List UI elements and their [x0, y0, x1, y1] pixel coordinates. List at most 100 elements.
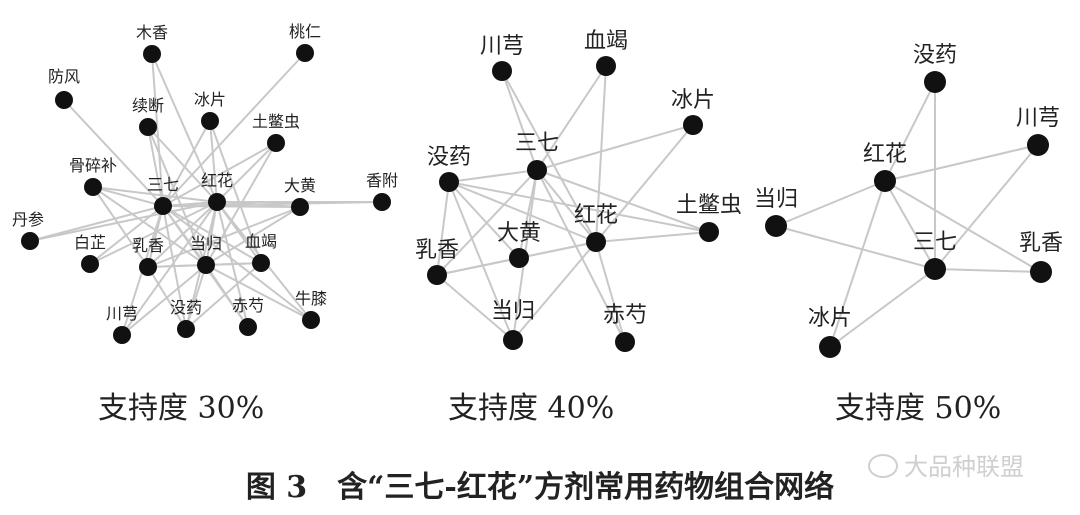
- edge-net50-5: [829, 180, 886, 348]
- node-net30-14: 当归: [190, 234, 222, 274]
- caption-support-50: 支持度 50%: [835, 391, 1002, 426]
- node-net30-3: 桃仁: [289, 22, 321, 62]
- node-label: 乳香: [415, 238, 459, 263]
- edge-net30-5: [147, 126, 164, 207]
- node-net50-5: 乳香: [1019, 231, 1063, 283]
- node-net30-16: 牛膝: [295, 289, 327, 329]
- edge-net50-8: [775, 225, 936, 270]
- node-net40-0: 川芎: [480, 34, 524, 81]
- edge-net30-20: [209, 120, 218, 203]
- node-dot: [874, 170, 896, 192]
- node-label: 续断: [132, 96, 164, 115]
- node-net40-3: 三七: [515, 131, 559, 180]
- node-dot: [924, 71, 946, 93]
- edge-net30-2: [162, 52, 306, 207]
- node-net30-10: 香附: [366, 171, 398, 211]
- edge-net40-23: [448, 181, 520, 259]
- node-label: 红花: [574, 203, 618, 228]
- edge-net50-9: [934, 268, 1042, 273]
- edge-net30-7: [92, 186, 164, 207]
- node-dot: [509, 248, 529, 268]
- node-dot: [177, 320, 195, 338]
- edges-net50: [775, 81, 1042, 348]
- node-label: 红花: [201, 171, 233, 190]
- node-net40-1: 血竭: [584, 29, 628, 76]
- node-net40-8: 乳香: [415, 238, 459, 285]
- edge-net30-43: [147, 126, 207, 266]
- edge-net40-12: [595, 124, 694, 243]
- node-dot: [924, 258, 946, 280]
- edge-net30-6: [162, 142, 277, 207]
- edge-net30-23: [92, 186, 218, 203]
- edge-net30-39: [205, 264, 249, 328]
- node-dot: [296, 44, 314, 62]
- node-net50-6: 冰片: [808, 306, 852, 358]
- edge-net30-22: [216, 142, 277, 203]
- edge-net40-0: [536, 169, 597, 243]
- edge-net30-38: [121, 264, 207, 336]
- node-dot: [683, 115, 703, 135]
- node-label: 三七: [515, 131, 559, 156]
- node-dot: [139, 258, 157, 276]
- node-label: 三七: [147, 175, 179, 194]
- node-label: 骨碎补: [69, 156, 117, 175]
- node-net30-17: 川芎: [106, 304, 138, 344]
- node-net40-2: 冰片: [671, 88, 715, 135]
- node-net30-8: 骨碎补: [69, 156, 117, 196]
- node-net30-12: 白芷: [74, 233, 106, 273]
- node-net40-7: 大黄: [497, 221, 541, 268]
- node-label: 冰片: [808, 306, 852, 331]
- edge-net30-3: [63, 99, 164, 207]
- node-dot: [615, 332, 635, 352]
- node-label: 当归: [491, 299, 535, 324]
- node-dot: [208, 193, 226, 211]
- node-dot: [503, 330, 523, 350]
- edge-net30-10: [29, 205, 164, 242]
- node-dot: [197, 256, 215, 274]
- edge-net40-14: [595, 231, 710, 243]
- node-dot: [819, 336, 841, 358]
- edge-net40-21: [436, 257, 520, 276]
- node-dot: [143, 45, 161, 63]
- node-net30-6: 续断: [132, 96, 164, 136]
- node-dot: [55, 91, 73, 109]
- node-dot: [239, 318, 257, 336]
- node-label: 桃仁: [289, 22, 321, 41]
- node-dot: [1027, 134, 1049, 156]
- node-label: 当归: [754, 187, 798, 212]
- node-label: 木香: [136, 23, 168, 42]
- node-label: 冰片: [194, 90, 226, 109]
- node-dot: [252, 254, 270, 272]
- edge-net30-26: [29, 201, 218, 242]
- node-label: 土鳖虫: [252, 112, 300, 131]
- node-dot: [492, 61, 512, 81]
- edge-net30-34: [89, 201, 218, 265]
- edge-net30-45: [205, 142, 277, 266]
- node-label: 赤芍: [232, 296, 264, 315]
- node-label: 土鳖虫: [676, 193, 742, 218]
- network-net30: 三七红花木香桃仁防风冰片续断土鳖虫骨碎补大黄香附丹参白芷乳香当归血竭牛膝川芎没药…: [12, 22, 398, 344]
- node-net30-2: 木香: [136, 23, 168, 63]
- edge-net40-24: [448, 181, 710, 233]
- node-net30-4: 防风: [48, 67, 80, 109]
- node-net40-5: 土鳖虫: [676, 193, 742, 242]
- caption-support-40: 支持度 40%: [448, 391, 615, 426]
- node-label: 红花: [863, 142, 907, 167]
- node-dot: [267, 134, 285, 152]
- edge-net40-11: [595, 65, 607, 243]
- edge-net30-47: [92, 186, 149, 268]
- node-label: 当归: [190, 234, 222, 253]
- node-label: 牛膝: [295, 289, 327, 308]
- node-label: 白芷: [74, 233, 106, 252]
- edge-net40-18: [595, 241, 626, 343]
- edge-net30-19: [151, 53, 218, 203]
- node-net30-18: 没药: [170, 298, 202, 338]
- edge-net40-19: [436, 181, 450, 276]
- caption-support-30: 支持度 30%: [98, 391, 265, 426]
- node-label: 乳香: [132, 236, 164, 255]
- edge-net30-41: [205, 264, 312, 321]
- node-net50-1: 川芎: [1016, 106, 1060, 156]
- edge-net30-31: [121, 201, 218, 336]
- edge-net30-46: [209, 120, 262, 264]
